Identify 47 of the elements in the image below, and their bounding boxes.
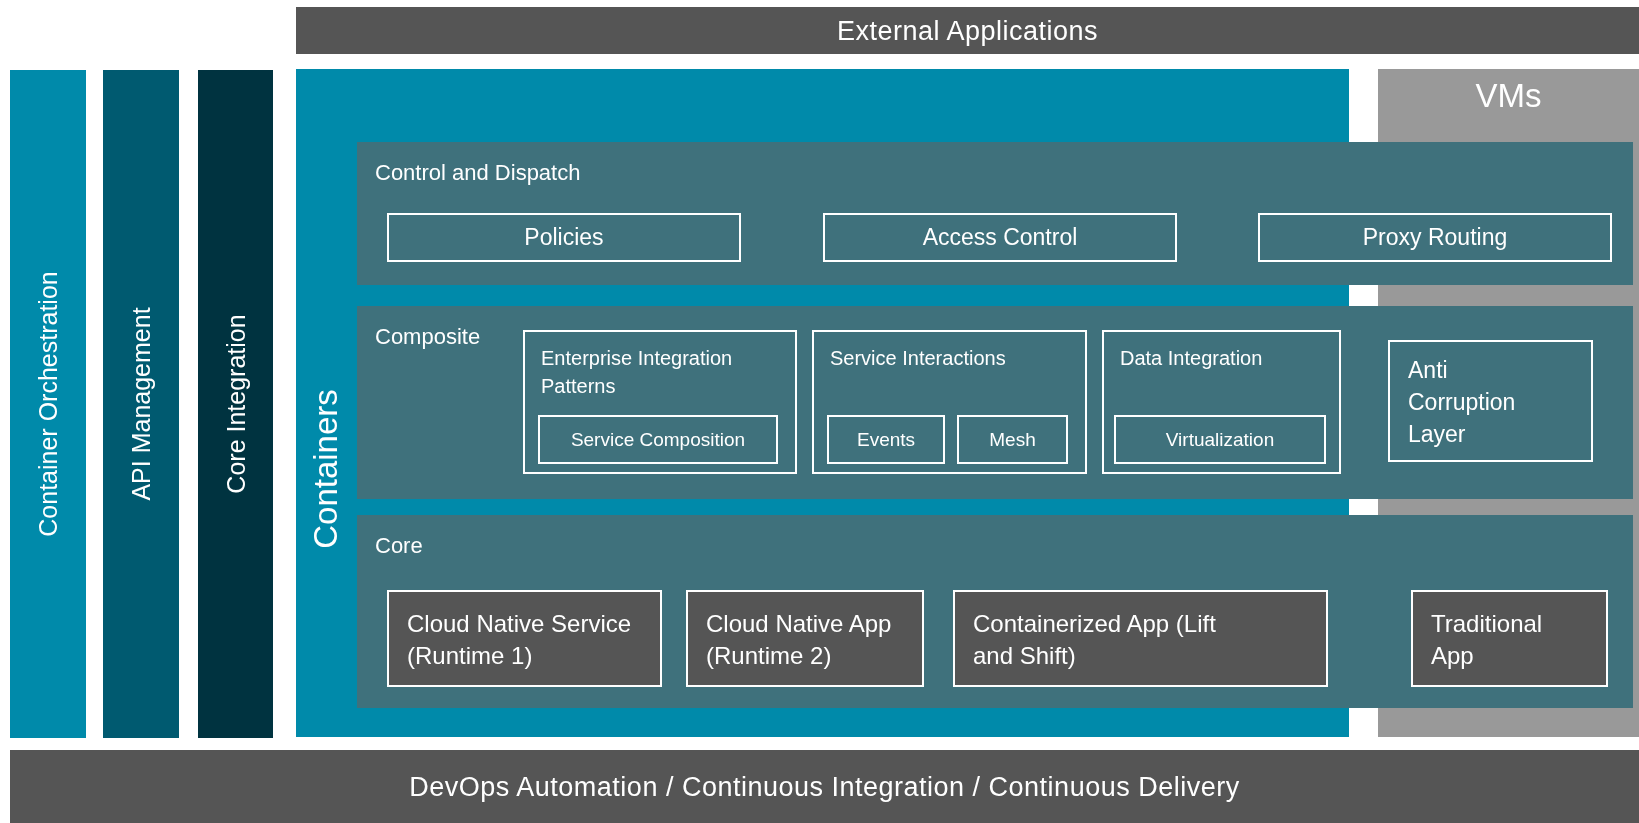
component-label: Virtualization [1165,428,1275,451]
column-bar [198,70,273,738]
application-label: Containerized App (Lift and Shift) [973,609,1217,671]
component-label: Policies [524,224,604,251]
application-box [953,590,1328,687]
layer-title: Core [375,533,423,559]
component-label: Events [856,428,916,451]
component-label: Mesh [989,428,1036,451]
application-label: Cloud Native App (Runtime 2) [706,609,893,671]
component-box [827,415,945,464]
component-label: Service Composition [570,428,746,451]
banner-bar [296,7,1639,54]
component-label: Proxy Routing [1362,224,1508,251]
component-box [1258,213,1612,262]
application-box [686,590,924,687]
application-label: Cloud Native Service (Runtime 1) [407,609,633,671]
component-box [1114,415,1326,464]
component-box [1388,340,1593,462]
column-label: Core Integration [221,314,250,494]
column-bar [103,70,179,738]
layer-panel [357,306,1633,499]
banner-bar [10,750,1639,823]
panel-label: VMs [1474,77,1543,115]
layer-title: Composite [375,324,481,350]
application-box [1411,590,1608,687]
component-box [823,213,1177,262]
group-title: Enterprise Integration Patterns [541,346,734,399]
column-label: Container Orchestration [33,271,63,537]
panel-label: Containers [307,389,345,549]
column-bar [10,70,86,738]
column-label: API Management [126,307,156,501]
banner-label: DevOps Automation / Continuous Integration / Continuous Delivery [408,771,1241,802]
layer-panel [357,142,1633,285]
banner-label: External Applications [835,15,1100,46]
component-label: Anti Corruption Layer [1408,356,1517,449]
component-box [387,213,741,262]
application-label: Traditional App [1431,609,1544,671]
component-box [957,415,1068,464]
group-box [1102,330,1341,474]
component-box [538,415,778,464]
component-label: Access Control [922,224,1078,251]
group-title: Data Integration [1120,346,1264,371]
layer-title: Control and Dispatch [375,160,581,186]
application-box [387,590,662,687]
group-box [812,330,1087,474]
group-box [523,330,797,474]
group-title: Service Interactions [830,346,1007,371]
